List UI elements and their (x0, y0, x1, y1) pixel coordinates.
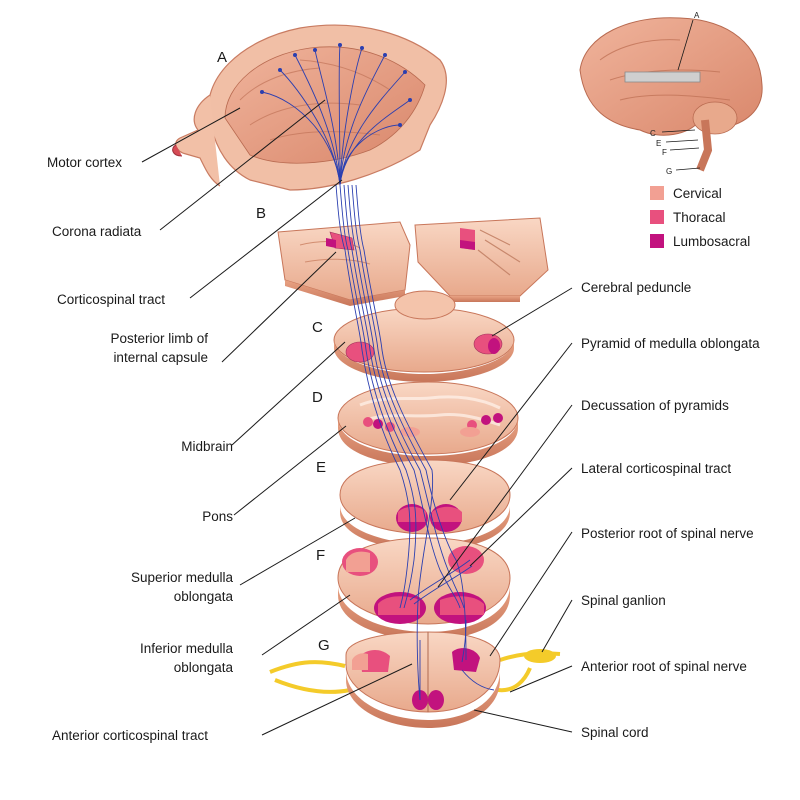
inset-letter-g: G (666, 167, 672, 176)
head-section-a (172, 24, 447, 191)
section-letter-g: G (318, 637, 330, 654)
left-leader-lines (141, 99, 413, 736)
legend-swatch-lumbosacral (650, 234, 664, 248)
right-leader-lines (437, 287, 573, 733)
label-pons: Pons (202, 509, 233, 524)
label-corticospinal-tract: Corticospinal tract (57, 292, 165, 307)
label-spinal-ganglion: Spinal ganlion (581, 593, 666, 608)
section-e-superior-medulla (339, 459, 511, 550)
section-letter-e: E (316, 459, 326, 476)
section-letter-d: D (312, 389, 323, 406)
section-d-pons (337, 381, 519, 466)
section-c-midbrain (333, 290, 515, 382)
label-superior-medulla-line2: oblongata (174, 589, 234, 604)
section-b-internal-capsule (277, 217, 549, 306)
inset-letter-a: A (694, 11, 700, 20)
label-motor-cortex: Motor cortex (47, 155, 122, 170)
label-cerebral-peduncle: Cerebral peduncle (581, 280, 691, 295)
label-posterior-limb-line2: internal capsule (113, 350, 208, 365)
legend-label-cervical: Cervical (673, 186, 722, 201)
label-anterior-corticospinal-tract: Anterior corticospinal tract (52, 728, 208, 743)
section-g-spinal-cord (269, 631, 561, 728)
label-corona-radiata: Corona radiata (52, 224, 142, 239)
label-posterior-root: Posterior root of spinal nerve (581, 526, 754, 541)
section-letter-b: B (256, 205, 266, 222)
inset-letter-e: E (656, 139, 661, 148)
inset-letter-c: C (650, 129, 656, 138)
legend-swatch-cervical (650, 186, 664, 200)
legend-label-thoracal: Thoracal (673, 210, 726, 225)
inset-letter-f: F (662, 148, 667, 157)
label-superior-medulla-line1: Superior medulla (131, 570, 234, 585)
section-letter-c: C (312, 319, 323, 336)
section-letter-a: A (217, 49, 227, 66)
corona-radiata-fibers (260, 43, 412, 186)
descending-corticospinal-fibers (335, 184, 495, 701)
legend: Cervical Thoracal Lumbosacral (650, 186, 750, 249)
label-decussation: Decussation of pyramids (581, 398, 729, 413)
label-lateral-corticospinal: Lateral corticospinal tract (581, 461, 731, 476)
label-posterior-limb-line1: Posterior limb of (110, 331, 208, 346)
label-spinal-cord: Spinal cord (581, 725, 649, 740)
label-inferior-medulla-line1: Inferior medulla (140, 641, 234, 656)
label-midbrain: Midbrain (181, 439, 233, 454)
label-anterior-root: Anterior root of spinal nerve (581, 659, 747, 674)
legend-swatch-thoracal (650, 210, 664, 224)
section-letter-f: F (316, 547, 325, 564)
label-pyramid-medulla: Pyramid of medulla oblongata (581, 336, 760, 351)
label-inferior-medulla-line2: oblongata (174, 660, 234, 675)
legend-label-lumbosacral: Lumbosacral (673, 234, 750, 249)
inset-sagittal-brain (579, 17, 763, 172)
